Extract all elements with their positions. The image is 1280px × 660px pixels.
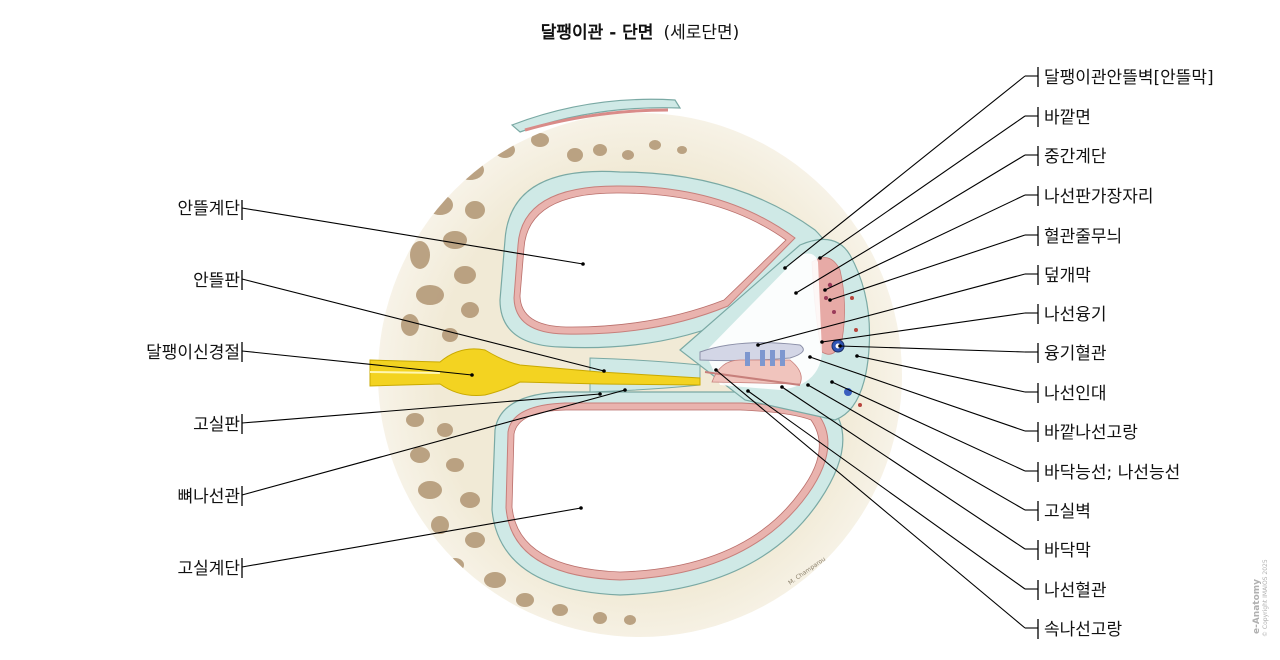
- title-main: 달팽이관 - 단면: [540, 23, 654, 43]
- label-text: 달팽이관안뜰벽[안뜰막]: [1044, 68, 1214, 88]
- label-scala-tympani: 고실계단: [177, 506, 583, 579]
- label-text: 융기혈관: [1044, 344, 1107, 364]
- label-text: 바닥능선; 나선능선: [1044, 463, 1180, 483]
- right-label-group: 달팽이관안뜰벽[안뜰막] 바깥면 중간계단 나선판가장자리: [714, 67, 1214, 640]
- scala-tympani: [491, 391, 844, 596]
- label-scala-vestibuli: 안뜰계단: [177, 199, 585, 266]
- label-text: 바깥면: [1044, 108, 1091, 128]
- label-spiral-ganglion: 달팽이신경절: [146, 342, 474, 377]
- label-inner-spiral-sulcus: 속나선고랑: [714, 368, 1123, 640]
- label-text: 달팽이신경절: [146, 343, 240, 363]
- copyright-text: © Copyright IMAIOS 2025: [1262, 559, 1269, 637]
- cochlear-nerve: [369, 348, 701, 396]
- brand-text: e-Anatomy: [1252, 578, 1262, 634]
- label-basilar-crest: 바닥능선; 나선능선: [830, 380, 1180, 483]
- label-stria-vascularis: 혈관줄무늬: [828, 226, 1122, 302]
- title-sub: (세로단면): [663, 23, 740, 43]
- label-text: 나선혈관: [1044, 581, 1107, 601]
- label-tympanic-wall: 고실벽: [806, 383, 1091, 522]
- label-tympanic-lip: 고실판: [193, 392, 602, 435]
- label-text: 뼈나선관: [177, 487, 240, 507]
- label-text: 나선판가장자리: [1044, 187, 1153, 207]
- label-text: 고실계단: [177, 559, 240, 579]
- label-spiral-ligament: 나선인대: [855, 354, 1107, 404]
- label-text: 나선인대: [1044, 384, 1107, 404]
- label-text: 바닥막: [1044, 541, 1091, 561]
- label-spiral-prominence: 나선융기: [820, 304, 1107, 344]
- left-label-group: 안뜰계단 안뜰판 달팽이신경절 고실판 뼈나선관: [146, 199, 627, 579]
- label-text: 속나선고랑: [1044, 620, 1123, 640]
- label-scala-media: 중간계단: [794, 146, 1107, 295]
- copyright-credit: e-Anatomy © Copyright IMAIOS 2025: [1252, 534, 1269, 644]
- label-basilar-membrane: 바닥막: [780, 385, 1091, 561]
- label-spiral-limbus-edge: 나선판가장자리: [823, 186, 1153, 292]
- label-text: 중간계단: [1044, 147, 1107, 167]
- label-reissner-membrane: 달팽이관안뜰벽[안뜰막]: [783, 67, 1214, 270]
- label-text: 덮개막: [1044, 266, 1091, 286]
- label-vestibular-lip: 안뜰판: [193, 270, 606, 373]
- label-vas-prominens: 융기혈관: [838, 343, 1107, 364]
- label-spiral-vessel: 나선혈관: [746, 389, 1107, 601]
- label-text: 나선융기: [1044, 305, 1107, 325]
- label-text: 안뜰계단: [177, 199, 240, 219]
- label-text: 혈관줄무늬: [1044, 227, 1122, 247]
- label-text: 고실판: [193, 415, 240, 435]
- label-outer-surface: 바깥면: [818, 107, 1091, 260]
- label-text: 안뜰판: [193, 271, 240, 291]
- label-tectorial-membrane: 덮개막: [756, 265, 1091, 347]
- label-spiral-canal: 뼈나선관: [177, 388, 627, 507]
- organ-of-corti: [699, 342, 804, 386]
- label-text: 고실벽: [1044, 502, 1091, 522]
- label-outer-spiral-sulcus: 바깥나선고랑: [808, 355, 1138, 443]
- page-title: 달팽이관 - 단면 (세로단면): [0, 18, 1280, 43]
- label-text: 바깥나선고랑: [1044, 423, 1138, 443]
